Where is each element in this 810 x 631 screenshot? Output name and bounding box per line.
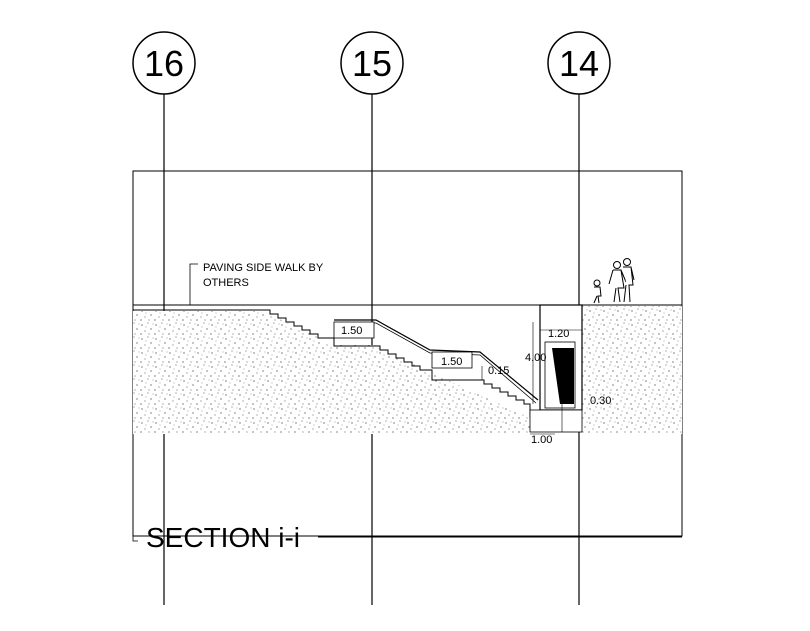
soil-hatch-right <box>582 306 682 434</box>
dim-label-6: 0.30 <box>590 395 611 407</box>
note-leader <box>189 263 198 305</box>
handrail-top <box>334 319 539 401</box>
dim-label-2: 1.50 <box>441 356 462 368</box>
people-figures-icon <box>593 258 635 304</box>
pit-footing <box>529 409 583 433</box>
section-title: SECTION i-i <box>146 522 300 553</box>
grid-16: 16 <box>132 31 196 605</box>
grid-bubble-14 <box>547 31 611 95</box>
dim-label-3: 0.15 <box>488 365 509 377</box>
stair-profile <box>262 309 531 418</box>
dim-label-4: 1.20 <box>548 328 569 340</box>
title-tick <box>132 536 138 542</box>
dim-label-5: 4.00 <box>525 352 546 364</box>
pit-fill <box>552 348 574 404</box>
dim-label-1: 1.50 <box>341 325 362 337</box>
soil-hatch-left <box>133 311 530 434</box>
grid-label-15: 15 <box>352 43 392 84</box>
note-line-2: OTHERS <box>203 277 249 289</box>
grid-label-14: 14 <box>559 43 599 84</box>
grid-14: 14 <box>547 31 611 605</box>
grid-bubble-16 <box>132 31 196 95</box>
note-line-1: PAVING SIDE WALK BY <box>203 262 324 274</box>
grid-15: 15 <box>340 31 404 605</box>
dim-label-7: 1.00 <box>531 434 552 446</box>
grid-bubble-15 <box>340 31 404 95</box>
landing-2 <box>431 351 473 369</box>
landing-1 <box>333 321 375 339</box>
grid-label-16: 16 <box>144 43 184 84</box>
